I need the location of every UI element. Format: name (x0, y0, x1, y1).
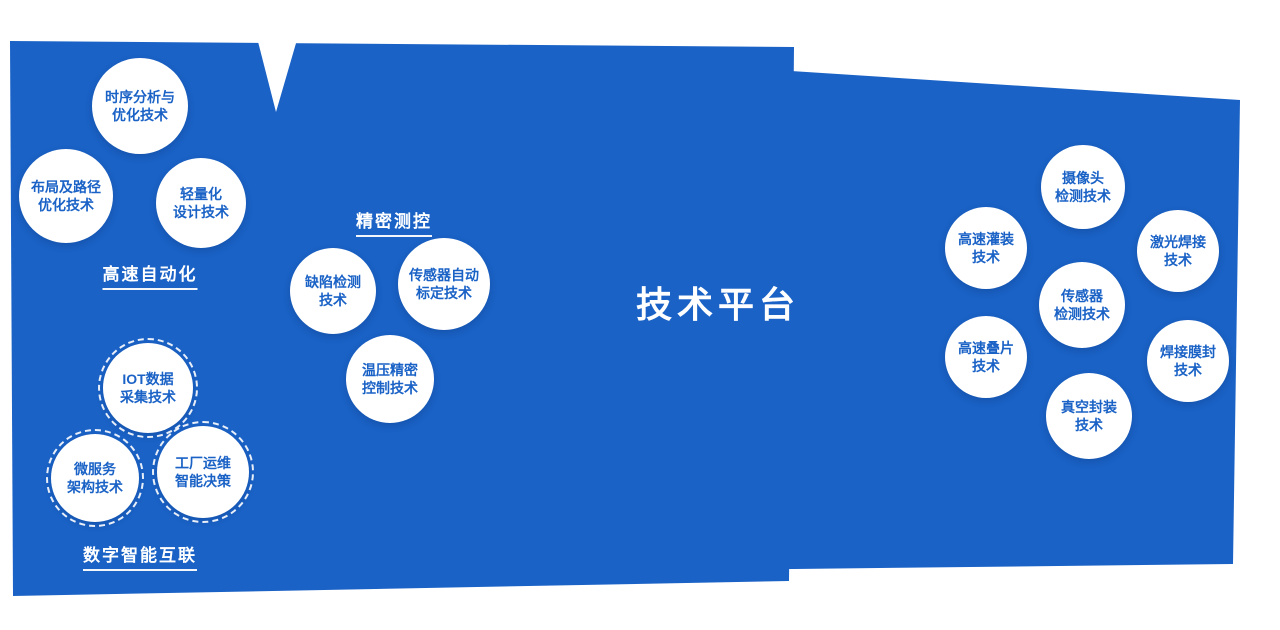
bubble-line: 摄像头 (1062, 169, 1104, 186)
bubble-line: 传感器 (1061, 287, 1103, 304)
bubble-line: 检测技术 (1054, 306, 1110, 322)
bubble-high-speed-stacking: 高速叠片 技术 (945, 316, 1027, 398)
bubble-line: 温压精密 (362, 361, 418, 378)
bubble-defect-detection: 缺陷检测 技术 (290, 248, 376, 334)
bubble-line: 技术 (972, 249, 1000, 265)
bubble-line: 时序分析与 (105, 88, 175, 105)
bubble-line: 高速叠片 (958, 339, 1014, 356)
bubble-line: 优化技术 (112, 107, 168, 123)
bubble-line: 优化技术 (38, 197, 94, 213)
bubble-line: 采集技术 (120, 389, 176, 405)
bubble-high-speed-filling: 高速灌装 技术 (945, 207, 1027, 289)
bubble-line: 标定技术 (416, 285, 472, 301)
bubble-line: 焊接膜封 (1160, 343, 1216, 360)
bubble-line: 工厂运维 (175, 454, 231, 471)
group-label-precision-measurement: 精密测控 (356, 207, 432, 237)
bubble-line: 智能决策 (175, 473, 231, 489)
bubble-layout-path: 布局及路径 优化技术 (19, 149, 113, 243)
background-seam-wedge (254, 26, 301, 112)
bubble-weld-film-sealing: 焊接膜封 技术 (1147, 320, 1229, 402)
bubble-sensor-auto-calibration: 传感器自动 标定技术 (398, 238, 490, 330)
bubble-line: 轻量化 (180, 185, 222, 202)
bubble-factory-ops-decision: 工厂运维 智能决策 (152, 421, 254, 523)
bubble-line: 微服务 (74, 460, 116, 477)
bubble-line: 缺陷检测 (305, 273, 361, 290)
group-label-digital-intelligence: 数字智能互联 (83, 541, 197, 571)
bubble-line: 技术 (1075, 417, 1103, 433)
group-label-high-speed-automation: 高速自动化 (102, 260, 198, 290)
bubble-line: 设计技术 (173, 204, 229, 220)
bubble-line: 技术 (1164, 252, 1192, 268)
bubble-line: 技术 (1174, 362, 1202, 378)
bubble-camera-inspection: 摄像头 检测技术 (1041, 145, 1125, 229)
bubble-line: IOT数据 (122, 370, 174, 387)
bubble-lightweight-design: 轻量化 设计技术 (156, 158, 246, 248)
bubble-line: 检测技术 (1055, 188, 1111, 204)
bubble-line: 传感器自动 (409, 266, 479, 283)
bubble-vacuum-packaging: 真空封装 技术 (1046, 373, 1132, 459)
bubble-line: 高速灌装 (958, 230, 1014, 247)
bubble-line: 真空封装 (1061, 398, 1117, 415)
diagram-title: 技术平台 (635, 284, 801, 325)
bubble-line: 布局及路径 (31, 178, 101, 195)
bubble-laser-welding: 激光焊接 技术 (1137, 210, 1219, 292)
bubble-temp-pressure-control: 温压精密 控制技术 (346, 335, 434, 423)
bubble-line: 技术 (972, 358, 1000, 374)
bubble-line: 控制技术 (362, 380, 418, 396)
bubble-line: 技术 (319, 292, 347, 308)
bubble-line: 激光焊接 (1150, 233, 1206, 250)
bubble-microservice-architecture: 微服务 架构技术 (46, 429, 144, 527)
bubble-sensor-inspection: 传感器 检测技术 (1039, 262, 1125, 348)
bubble-line: 架构技术 (67, 479, 123, 495)
bubble-iot-data-collection: IOT数据 采集技术 (98, 338, 198, 438)
bubble-timing-optimization: 时序分析与 优化技术 (92, 58, 188, 154)
